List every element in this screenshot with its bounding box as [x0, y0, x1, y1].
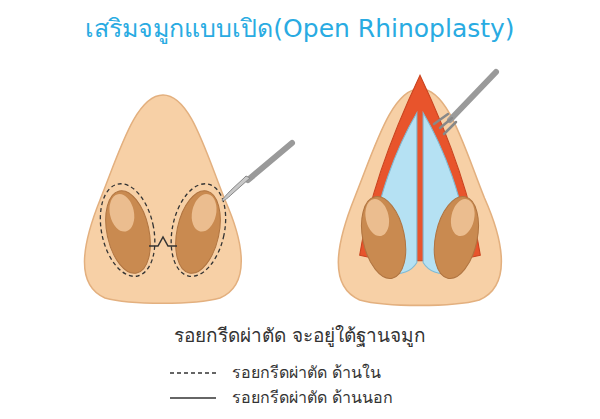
legend-row: รอยกรีดผ่าตัด ด้านนอก — [168, 385, 393, 410]
legend-line-sample — [168, 368, 218, 378]
nose-open — [338, 75, 501, 305]
title: เสริมจมูกแบบเปิด(Open Rhinoplasty) — [0, 8, 600, 48]
caption: รอยกรีดผ่าตัด จะอยู่ใต้ฐานจมูก — [0, 320, 600, 350]
legend-text: รอยกรีดผ่าตัด ด้านใน — [232, 360, 381, 385]
legend-text: รอยกรีดผ่าตัด ด้านนอก — [232, 385, 393, 410]
legend-line — [170, 372, 216, 373]
legend-line — [170, 397, 216, 398]
legend-row: รอยกรีดผ่าตัด ด้านใน — [168, 360, 393, 385]
scalpel — [222, 143, 292, 201]
legend: รอยกรีดผ่าตัด ด้านในรอยกรีดผ่าตัด ด้านนอ… — [168, 360, 393, 410]
legend-line-sample — [168, 393, 218, 403]
nose-base — [84, 95, 241, 303]
retractor — [434, 72, 496, 134]
